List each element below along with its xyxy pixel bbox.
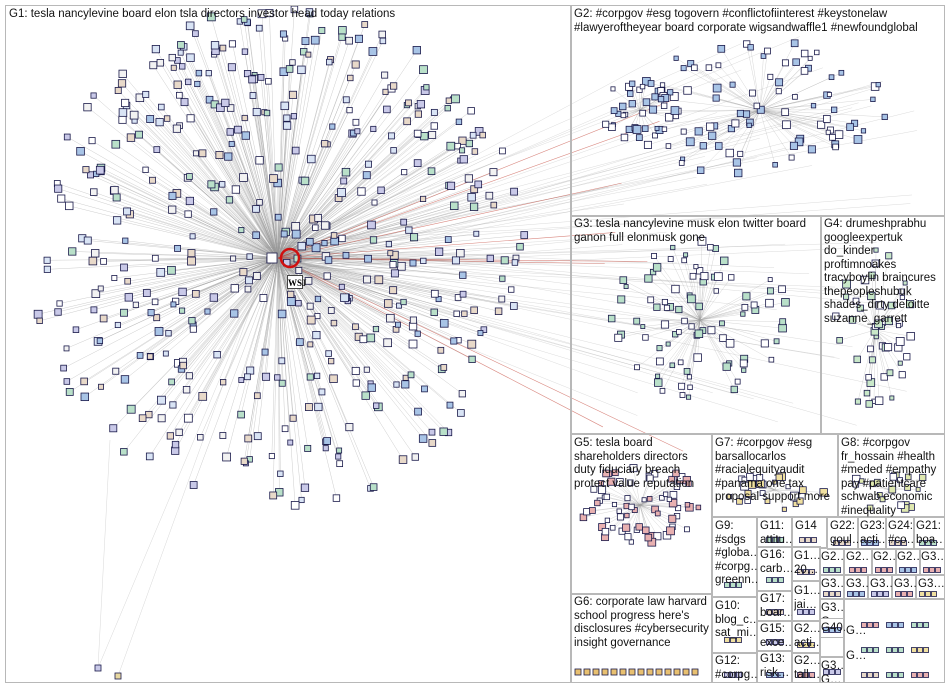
group-label-g27: G2…: [846, 551, 870, 565]
group-label-g38: G40…: [821, 622, 845, 652]
group-frame-g3: [570, 215, 822, 435]
group-label-g17: G17: boar…: [760, 593, 792, 620]
group-label-g14: G14: [795, 520, 825, 534]
wsj-hub-badge: WSJ: [287, 275, 303, 289]
group-label-g39: G…: [846, 625, 870, 639]
group-label-g30: G3…: [921, 551, 943, 565]
group-label-g11: G11: attitu…: [760, 520, 792, 547]
group-label-g1: G1: tesla nancylevine board elon tsla di…: [9, 8, 569, 22]
group-label-g25: G2… tall…: [794, 655, 820, 682]
group-frame-g1: [5, 5, 572, 683]
group-label-g2: G2: #corpgov #esg togovern #conflictofii…: [574, 8, 942, 35]
group-label-g31: G3…: [821, 578, 843, 592]
group-frame-g2: [570, 5, 945, 217]
group-label-g15: G15: exce…: [760, 623, 792, 650]
group-label-g9: G9: #sdgs #globa… #corpg… greenn…: [715, 520, 757, 596]
group-label-g20: G2… acti…: [794, 623, 820, 652]
group-label-g4: G4: drumeshprabhu googleexpertuk do_kind…: [824, 218, 944, 326]
group-label-g7: G7: #corpgov #esg barsallocarlos #racial…: [715, 437, 838, 505]
group-label-g34: G3…: [894, 578, 916, 592]
group-label-g35: G3… G…: [918, 578, 944, 592]
group-label-g6: G6: corporate law harvard school progres…: [574, 596, 712, 650]
group-label-g21: G21: boa…: [916, 520, 944, 548]
group-frame-g39: [843, 598, 945, 683]
group-label-g23: G23: acti…: [860, 520, 886, 548]
group-label-g3: G3: tesla nancylevine musk elon twitter …: [574, 218, 820, 245]
group-label-g36: G3… G…: [821, 602, 845, 618]
group-label-g5: G5: tesla board shareholders directors d…: [574, 437, 712, 491]
group-label-g10: G10: blog_c… sat_mi…: [715, 600, 757, 652]
group-label-g40: G…: [846, 650, 870, 664]
group-label-g32: G3…: [846, 578, 868, 592]
group-label-g33: G3…: [870, 578, 892, 592]
group-label-g16: G16: carb…: [760, 549, 792, 576]
group-label-g19: G1… jai…: [794, 585, 820, 615]
group-label-g37: G3… G…: [821, 660, 845, 682]
group-label-g26: G2…: [821, 551, 843, 565]
group-label-g24: G24: #co…: [888, 520, 914, 548]
group-label-g12: G12: #corpg…: [715, 655, 757, 682]
group-label-g29: G2…: [897, 551, 919, 565]
group-label-g8: G8: #corpgov fr_hossain #health #meded #…: [841, 437, 944, 518]
group-label-g18: G1… 20…: [794, 550, 820, 580]
group-label-g22: G22: goul…: [830, 520, 858, 548]
group-label-g28: G2…: [873, 551, 895, 565]
group-label-g13: G13: risk…: [760, 653, 792, 682]
